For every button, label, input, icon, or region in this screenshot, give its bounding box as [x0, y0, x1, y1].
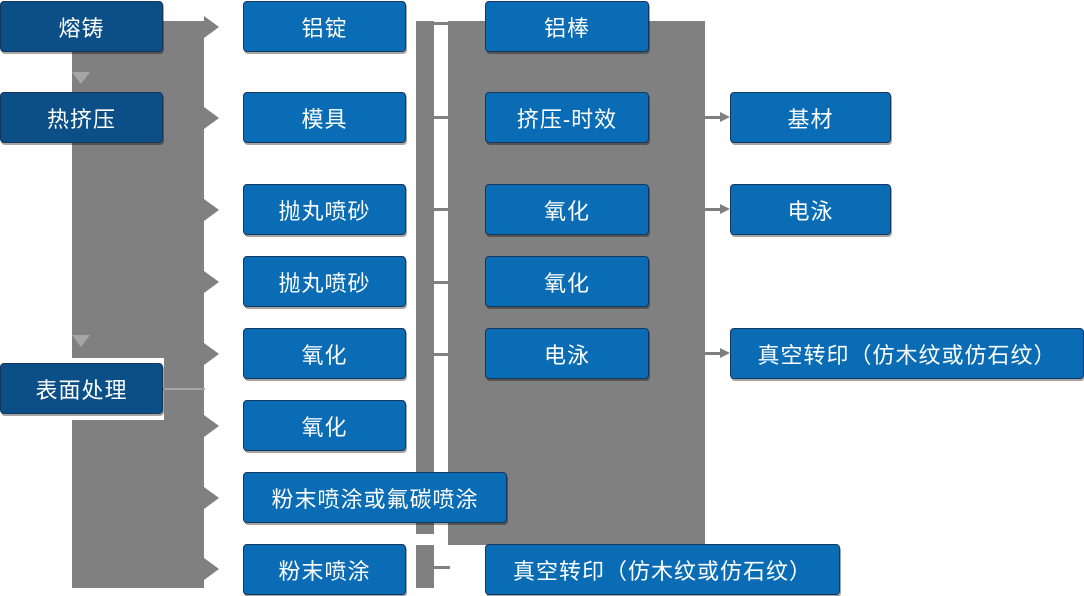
- arrow-to-primary-5: [204, 343, 219, 365]
- elbow-line-surface-treatment: [163, 388, 205, 390]
- stage-box-surface-treatment[interactable]: 表面处理: [0, 363, 163, 414]
- arrow-to-primary-4: [204, 271, 219, 293]
- arrow-to-primary-2: [204, 107, 219, 129]
- secondary-box-oxidation-2[interactable]: 氧化: [485, 256, 649, 307]
- rung-1: [434, 22, 450, 25]
- arrow-down-stage-2-to-3: [72, 335, 90, 347]
- rung-2: [434, 116, 450, 119]
- primary-box-powder-coating[interactable]: 粉末喷涂: [243, 544, 406, 595]
- arrow-to-primary-6: [204, 415, 219, 437]
- primary-box-aluminium-ingot[interactable]: 铝锭: [243, 1, 406, 52]
- arrow-to-primary-8: [204, 558, 219, 580]
- output-box-vacuum-transfer-printing[interactable]: 真空转印（仿木纹或仿石纹）: [730, 328, 1084, 379]
- rung-3: [434, 208, 450, 211]
- primary-box-shot-blasting-1[interactable]: 抛丸喷砂: [243, 184, 406, 235]
- arrow-to-output-3: [705, 348, 731, 359]
- rung-5: [434, 353, 450, 356]
- secondary-box-electrophoresis[interactable]: 电泳: [485, 328, 649, 379]
- rung-6: [434, 566, 450, 569]
- arrow-to-primary-7: [204, 487, 219, 509]
- rung-4: [434, 281, 450, 284]
- connector-bar-primary-to-secondary-lower: [416, 545, 434, 588]
- stage-box-hot-extrusion[interactable]: 热挤压: [0, 92, 163, 143]
- connector-bar-primary-to-secondary: [416, 21, 434, 534]
- primary-box-oxidation-1[interactable]: 氧化: [243, 328, 406, 379]
- secondary-box-extrusion-aging[interactable]: 挤压-时效: [485, 92, 649, 143]
- output-box-substrate[interactable]: 基材: [730, 92, 891, 143]
- arrow-to-primary-3: [204, 199, 219, 221]
- primary-box-powder-or-fluorocarbon-coating[interactable]: 粉末喷涂或氟碳喷涂: [243, 472, 507, 523]
- arrow-down-stage-1-to-2: [72, 72, 90, 84]
- arrow-to-primary-1: [204, 16, 219, 38]
- primary-box-oxidation-2[interactable]: 氧化: [243, 400, 406, 451]
- arrow-to-output-1: [705, 112, 731, 123]
- arrow-to-output-2: [705, 204, 731, 215]
- secondary-box-oxidation-1[interactable]: 氧化: [485, 184, 649, 235]
- primary-box-shot-blasting-2[interactable]: 抛丸喷砂: [243, 256, 406, 307]
- secondary-box-aluminium-bar[interactable]: 铝棒: [485, 1, 649, 52]
- primary-box-mould[interactable]: 模具: [243, 92, 406, 143]
- output-box-electrophoresis[interactable]: 电泳: [730, 184, 891, 235]
- secondary-box-vacuum-transfer-printing[interactable]: 真空转印（仿木纹或仿石纹）: [485, 544, 840, 595]
- stage-box-melting-casting[interactable]: 熔铸: [0, 1, 163, 52]
